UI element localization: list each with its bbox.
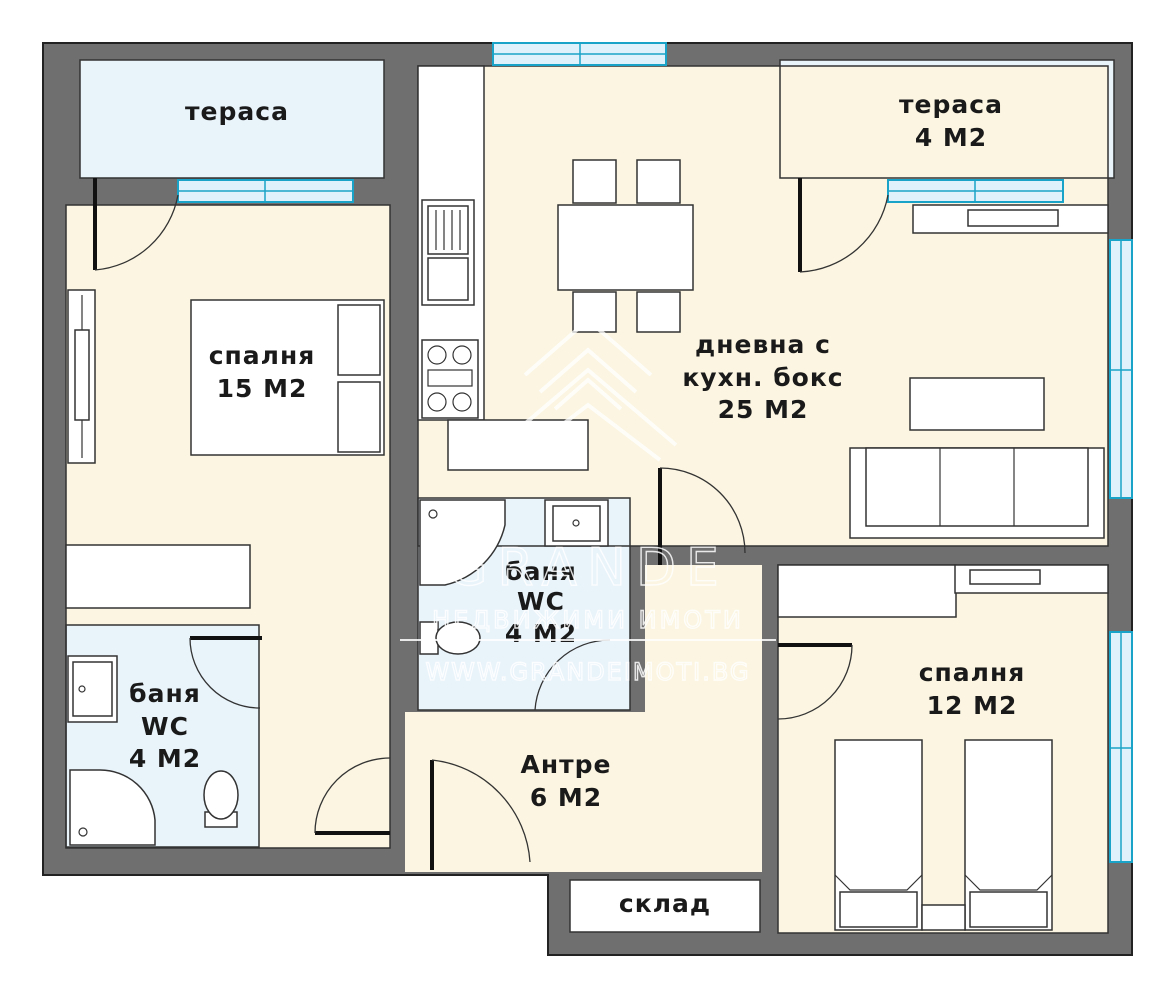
living-label-2: кухн. бокс (682, 363, 843, 392)
entrance-area: 6 М2 (530, 783, 602, 812)
entrance-label: Антре (521, 750, 612, 779)
entrance-floor (405, 712, 762, 872)
watermark-brand: GRANDE (447, 538, 729, 598)
bedroom-large-label: спалня (209, 341, 316, 370)
windows (177, 42, 1133, 863)
bedroom-small-furniture (777, 564, 1109, 931)
watermark-logo-icon (498, 317, 678, 462)
bath-left-label-2: WC (141, 712, 189, 741)
watermark: GRANDE НЕДВИЖИМИ ИМОТИ WWW.GRANDEIMOTI.B… (400, 317, 776, 687)
watermark-url: WWW.GRANDEIMOTI.BG (425, 658, 750, 686)
storage-floor (570, 880, 760, 932)
living-label: дневна с (695, 330, 831, 359)
storage-label: склад (619, 889, 711, 918)
bath-left-fixtures (67, 655, 239, 846)
bath-center-label-2: WC (517, 587, 565, 616)
bedroom-large-area: 15 М2 (217, 374, 308, 403)
living-furniture (849, 204, 1109, 539)
bedroom-small-label: спалня (919, 658, 1026, 687)
terrace-left-label: тераса (185, 97, 289, 126)
dining-table (557, 159, 694, 333)
bath-center-area: 4 М2 (505, 619, 577, 648)
terrace-right-label: тераса (899, 90, 1003, 119)
terrace-left-floor (80, 60, 384, 178)
bath-center-fixtures (419, 499, 609, 655)
doors (93, 178, 889, 870)
watermark-subtitle: НЕДВИЖИМИ ИМОТИ (432, 606, 744, 634)
bedroom-small-area: 12 М2 (927, 691, 1018, 720)
living-area: 25 М2 (718, 395, 809, 424)
bedroom-small-floor (778, 565, 1108, 933)
terrace-right-area: 4 М2 (915, 123, 987, 152)
bedroom-large-furniture (65, 289, 385, 609)
bath-left-label: баня (129, 679, 201, 708)
bath-left-area: 4 М2 (129, 744, 201, 773)
bath-center-label: баня (505, 557, 577, 586)
kitchen-counter (417, 65, 589, 471)
